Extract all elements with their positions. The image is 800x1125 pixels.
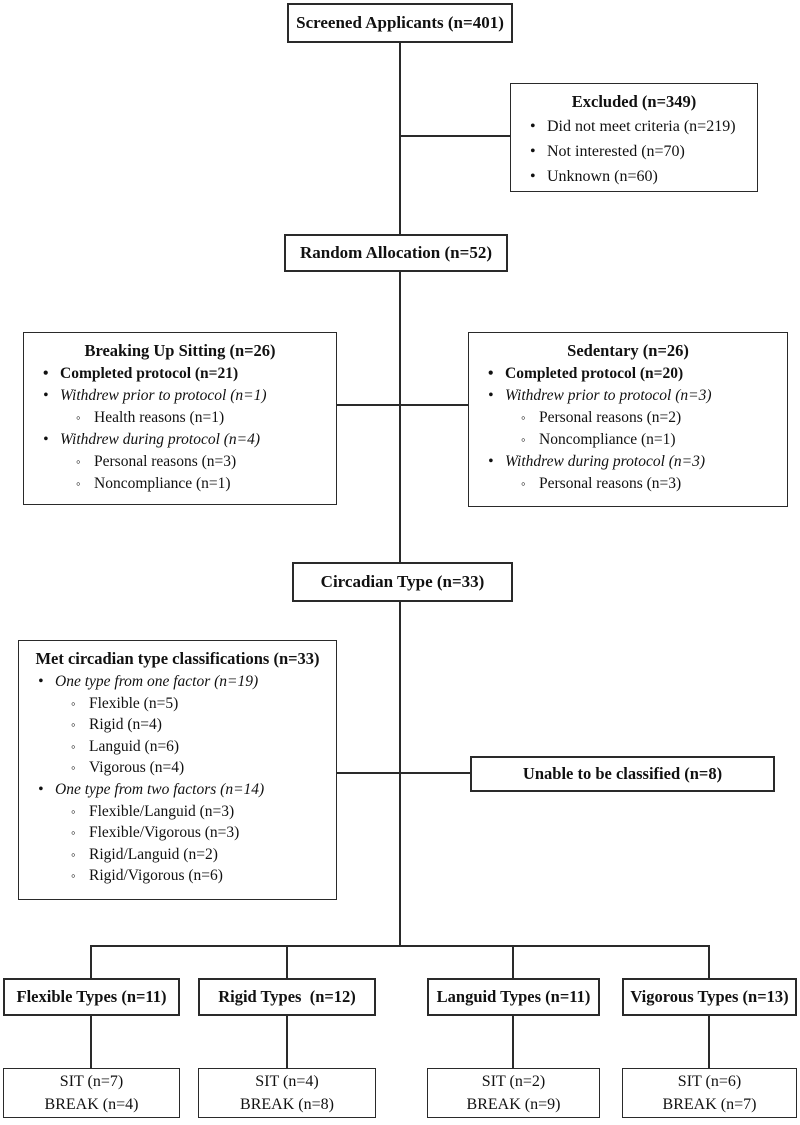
flow-item: Completed protocol (n=20) [475,363,781,385]
flow-item: Rigid (n=4) [25,714,330,736]
drop-rigid-bottom [286,1016,288,1068]
connector-random-to-circadian [399,272,401,562]
flow-item: Personal reasons (n=3) [30,451,330,473]
met-classifications-list: One type from one factor (n=19) Flexible… [25,671,330,887]
flow-item: Languid (n=6) [25,736,330,758]
flow-item: Withdrew during protocol (n=4) [30,429,330,451]
connector-to-excluded [400,135,510,137]
vigorous-sit-break-box: SIT (n=6) BREAK (n=7) [622,1068,797,1118]
break-count-label: BREAK (n=4) [44,1096,139,1113]
unable-to-classify-box: Unable to be classified (n=8) [470,756,775,792]
flow-item: Completed protocol (n=21) [30,363,330,385]
break-count-label: BREAK (n=7) [662,1096,757,1113]
excluded-title: Excluded (n=349) [571,92,697,111]
sit-count-label: SIT (n=4) [255,1073,319,1090]
vigorous-types-box: Vigorous Types (n=13) [622,978,797,1016]
breaking-up-sitting-box: Breaking Up Sitting (n=26) Completed pro… [23,332,337,505]
flow-item: One type from one factor (n=19) [25,671,330,693]
distribution-line [90,945,710,947]
flow-item: Personal reasons (n=3) [475,473,781,495]
drop-flexible-top [90,945,92,978]
rigid-types-box: Rigid Types (n=12) [198,978,376,1016]
flow-item: Rigid/Vigorous (n=6) [25,865,330,887]
drop-rigid-top [286,945,288,978]
met-classifications-title: Met circadian type classifications (n=33… [35,649,320,668]
drop-vigorous-top [708,945,710,978]
circadian-type-box: Circadian Type (n=33) [292,562,513,602]
connector-screened-to-random [399,43,401,234]
sedentary-box: Sedentary (n=26) Completed protocol (n=2… [468,332,788,507]
sedentary-title: Sedentary (n=26) [567,341,689,360]
flow-item: Flexible (n=5) [25,693,330,715]
flexible-types-box: Flexible Types (n=11) [3,978,180,1016]
rigid-types-label: Rigid Types (n=12) [218,987,356,1006]
breaking-up-sitting-title: Breaking Up Sitting (n=26) [84,341,276,360]
break-count-label: BREAK (n=8) [240,1096,334,1113]
screened-applicants-box: Screened Applicants (n=401) [287,3,513,43]
flow-item: Noncompliance (n=1) [475,429,781,451]
flow-item: Withdrew prior to protocol (n=3) [475,385,781,407]
drop-vigorous-bottom [708,1016,710,1068]
languid-types-label: Languid Types (n=11) [436,987,591,1006]
random-allocation-label: Random Allocation (n=52) [300,243,492,262]
flow-item: Flexible/Languid (n=3) [25,801,330,823]
met-classifications-box: Met circadian type classifications (n=33… [18,640,337,900]
flow-item: Withdrew during protocol (n=3) [475,451,781,473]
flow-item: Health reasons (n=1) [30,407,330,429]
unable-to-classify-label: Unable to be classified (n=8) [522,764,723,783]
sedentary-list: Completed protocol (n=20) Withdrew prior… [475,363,781,495]
sit-count-label: SIT (n=6) [677,1073,742,1090]
excluded-item: Not interested (n=70) [517,139,751,164]
breaking-up-sitting-list: Completed protocol (n=21) Withdrew prior… [30,363,330,495]
excluded-item: Did not meet criteria (n=219) [517,114,751,139]
connector-classification-horizontal [337,772,470,774]
sit-count-label: SIT (n=2) [481,1073,546,1090]
random-allocation-box: Random Allocation (n=52) [284,234,508,272]
drop-languid-top [512,945,514,978]
excluded-item: Unknown (n=60) [517,164,751,189]
vigorous-types-label: Vigorous Types (n=13) [630,987,789,1006]
rigid-sit-break-box: SIT (n=4) BREAK (n=8) [198,1068,376,1118]
screened-applicants-label: Screened Applicants (n=401) [296,13,504,32]
flow-item: Noncompliance (n=1) [30,473,330,495]
flow-item: Withdrew prior to protocol (n=1) [30,385,330,407]
flow-item: Rigid/Languid (n=2) [25,844,330,866]
sit-count-label: SIT (n=7) [59,1073,124,1090]
drop-languid-bottom [512,1016,514,1068]
excluded-box: Excluded (n=349) Did not meet criteria (… [510,83,758,192]
flow-item: Vigorous (n=4) [25,757,330,779]
flow-item: One type from two factors (n=14) [25,779,330,801]
circadian-type-label: Circadian Type (n=33) [320,572,485,591]
drop-flexible-bottom [90,1016,92,1068]
connector-circadian-to-distribution [399,602,401,947]
excluded-list: Did not meet criteria (n=219) Not intere… [517,114,751,189]
flexible-sit-break-box: SIT (n=7) BREAK (n=4) [3,1068,180,1118]
break-count-label: BREAK (n=9) [466,1096,561,1113]
flow-item: Personal reasons (n=2) [475,407,781,429]
connector-groups-horizontal [337,404,468,406]
flexible-types-label: Flexible Types (n=11) [16,987,167,1006]
flow-item: Flexible/Vigorous (n=3) [25,822,330,844]
languid-sit-break-box: SIT (n=2) BREAK (n=9) [427,1068,600,1118]
languid-types-box: Languid Types (n=11) [427,978,600,1016]
